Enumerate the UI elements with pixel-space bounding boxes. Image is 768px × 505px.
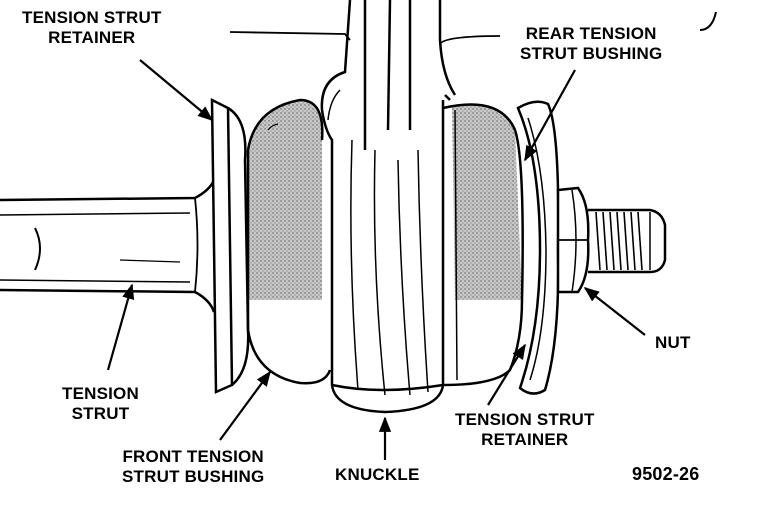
rear-tension-strut-bushing — [442, 103, 524, 387]
leader-lines — [106, 11, 717, 460]
arrow-rear-tension-strut-bushing — [524, 69, 576, 162]
rear-retainer-washer — [516, 100, 560, 395]
front-tension-strut-bushing — [246, 98, 332, 385]
arrow-tension-strut-retainer-top — [139, 59, 214, 121]
label-knuckle: KNUCKLE — [335, 465, 420, 484]
nut — [556, 186, 590, 294]
front-retainer-washer — [210, 97, 250, 394]
arrow-tension-strut — [106, 283, 135, 371]
label-nut: NUT — [655, 333, 691, 352]
label-tension-strut-retainer-bottom: TENSION STRUT RETAINER — [455, 410, 595, 449]
label-rear-tension-strut-bushing: REAR TENSION STRUT BUSHING — [520, 24, 663, 63]
threaded-stud — [588, 208, 667, 274]
arrow-front-tension-strut-bushing — [219, 370, 271, 441]
tension-strut-rod — [0, 179, 216, 313]
figure-id: 9502-26 — [632, 464, 700, 484]
leader-knuckle-top — [229, 31, 351, 41]
label-tension-strut-retainer-top: TENSION STRUT RETAINER — [22, 8, 162, 47]
arrow-tension-strut-retainer-bottom — [487, 343, 526, 406]
label-front-tension-strut-bushing: FRONT TENSION STRUT BUSHING — [122, 447, 265, 486]
leader-rear-bushing-top — [439, 35, 501, 45]
corner-mark — [699, 11, 717, 31]
label-tension-strut: TENSION STRUT — [62, 384, 139, 423]
arrow-nut — [583, 287, 646, 336]
knuckle-body — [320, 0, 457, 414]
